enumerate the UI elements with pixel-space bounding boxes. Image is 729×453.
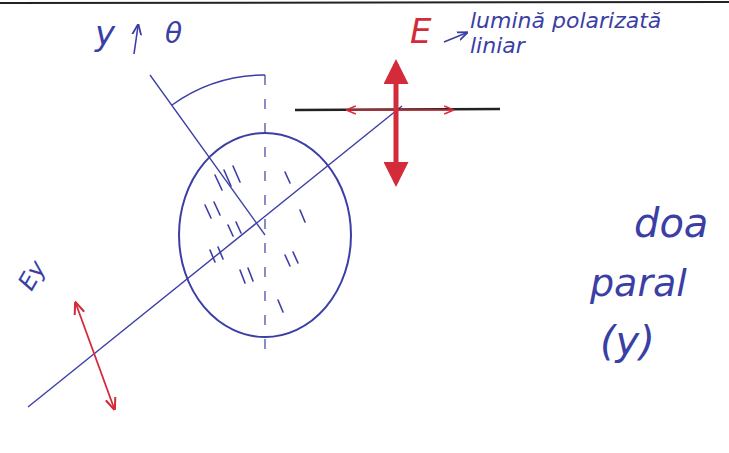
note-label: paral: [590, 262, 687, 306]
leader-line: [444, 33, 466, 42]
vertical-reference: [264, 75, 265, 350]
ey-field-arrow: [76, 304, 114, 408]
note-label: doa: [634, 200, 708, 246]
propagation-axis: [28, 106, 402, 407]
horizontal-field: [348, 109, 452, 110]
angle-symbol: θ: [165, 18, 182, 50]
e-field-arrow: [394, 64, 399, 182]
axis-name: y: [95, 14, 115, 53]
field-name: Ey: [13, 256, 52, 295]
page-rule: [0, 2, 729, 3]
angle-arc: [172, 75, 265, 105]
y-axis: [150, 75, 265, 235]
axis-arrow: [134, 26, 138, 54]
note-label: (y): [600, 318, 655, 364]
hatch-marks: [205, 166, 305, 312]
note-label: lumină polarizată liniar: [470, 8, 702, 59]
field-name: E: [410, 12, 431, 51]
